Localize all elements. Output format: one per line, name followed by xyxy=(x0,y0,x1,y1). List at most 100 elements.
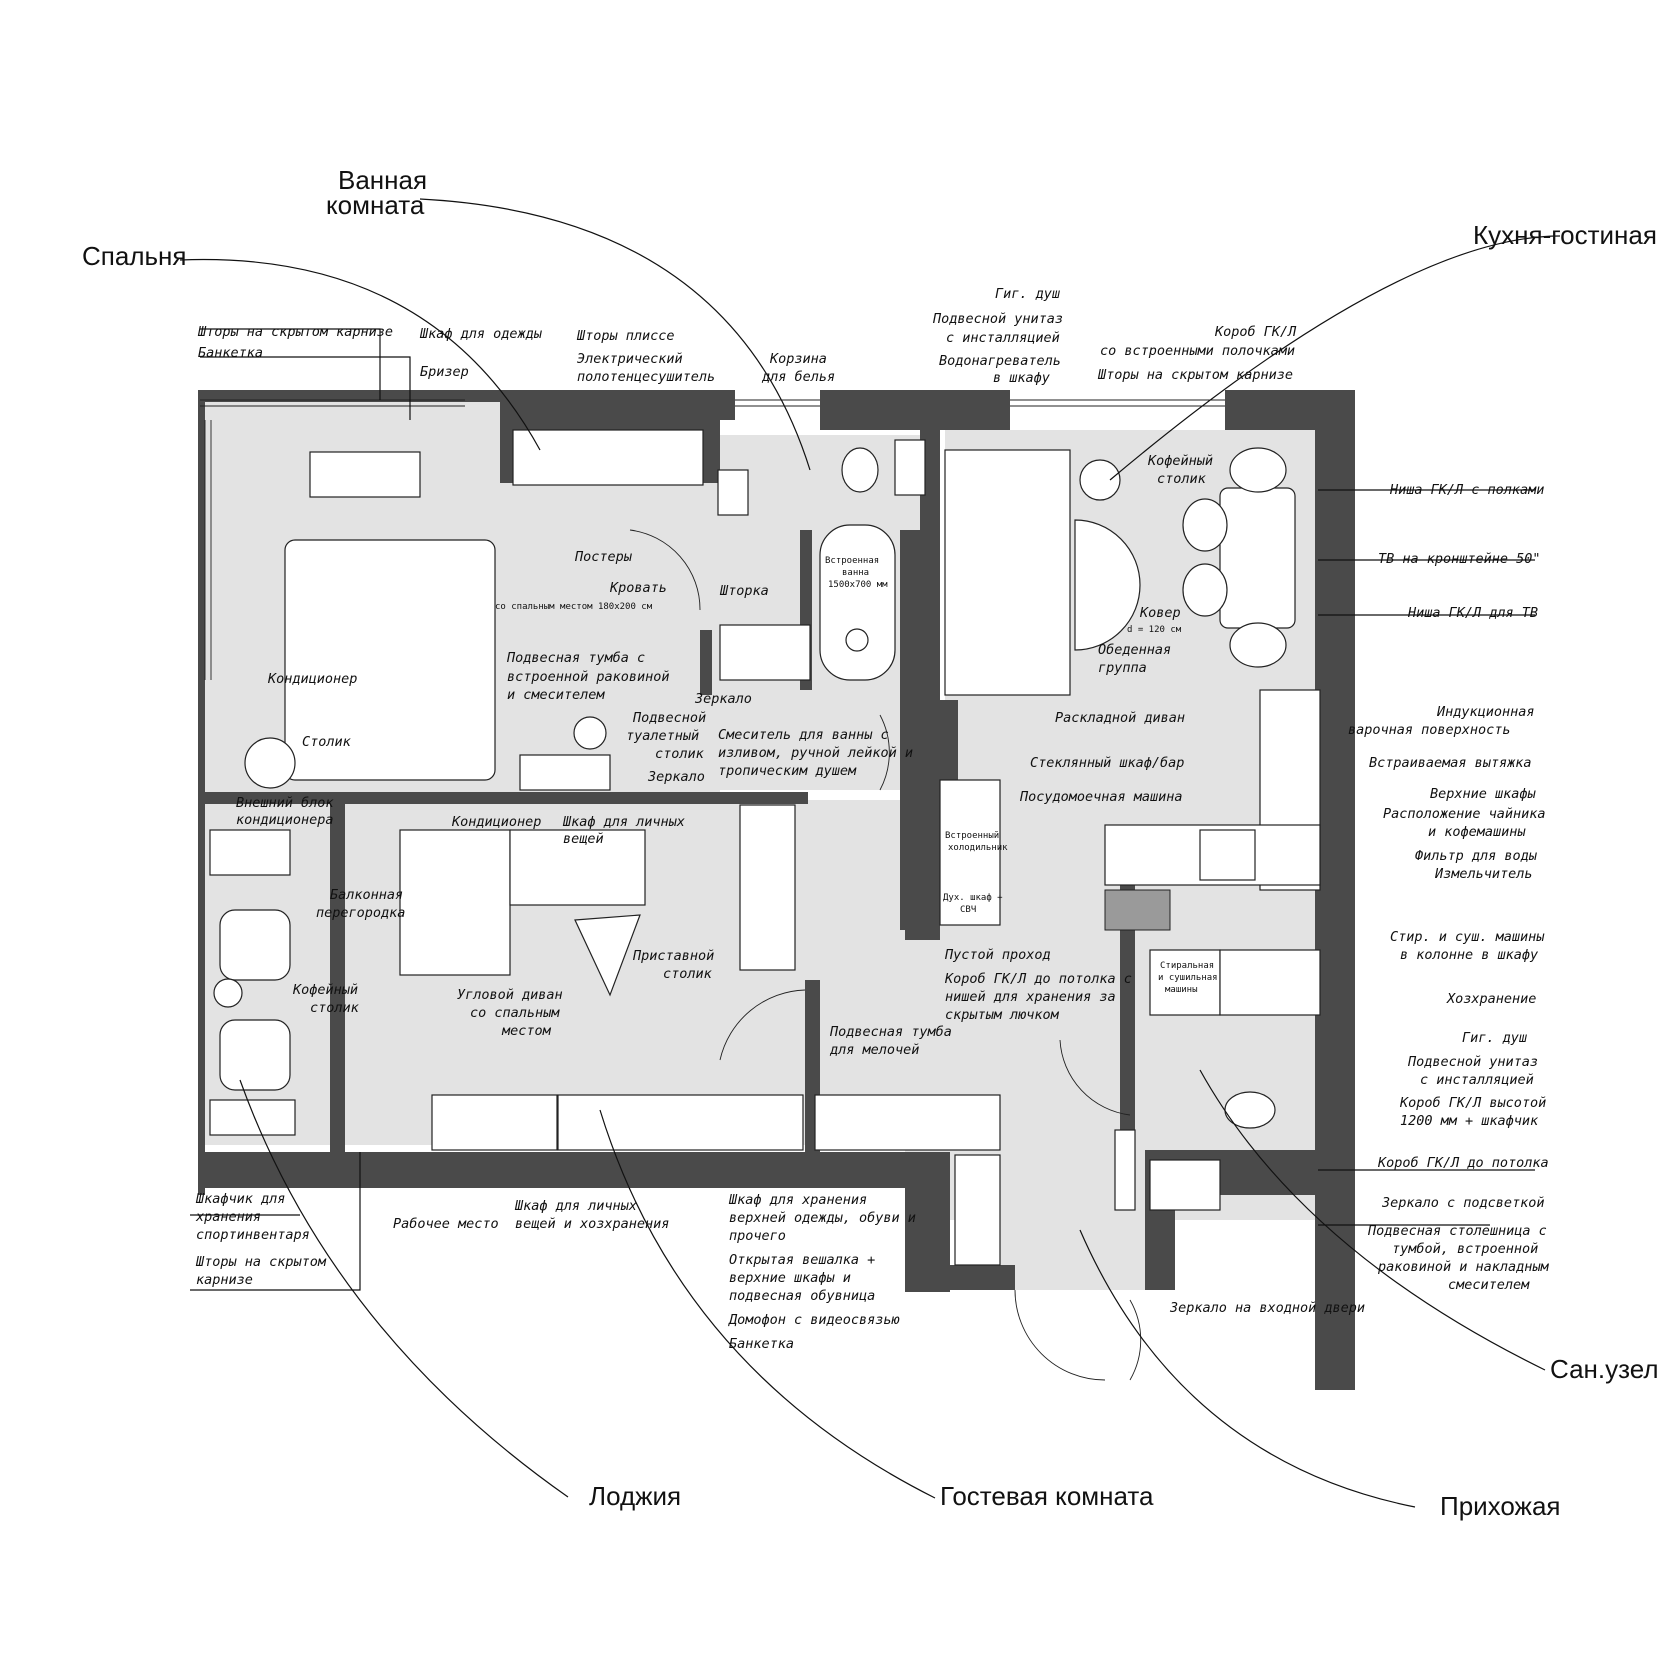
callout: 1500х700 мм xyxy=(828,580,888,590)
room-label-bathroom: Ванная xyxy=(338,165,427,195)
callout: Обеденная xyxy=(1098,642,1171,658)
callout: для мелочей xyxy=(829,1042,919,1058)
callout: в шкафу xyxy=(993,370,1051,386)
callout: раковиной и накладным xyxy=(1377,1259,1550,1275)
callout: со встроенными полочками xyxy=(1100,343,1295,359)
callout: Ниша ГК/Л для ТВ xyxy=(1407,605,1538,621)
callout: с инсталляцией xyxy=(946,330,1060,346)
callout: Подвесной унитаз xyxy=(1407,1054,1538,1070)
callout: машины xyxy=(1165,985,1198,995)
callout: СВЧ xyxy=(960,905,976,915)
callout: подвесная обувница xyxy=(729,1288,875,1304)
guest-wardrobe xyxy=(739,804,796,971)
bed xyxy=(284,539,496,781)
toilet xyxy=(841,447,879,493)
callout: столик xyxy=(310,1000,360,1016)
storage-wardrobe xyxy=(557,1094,804,1151)
furniture xyxy=(209,429,1321,1266)
callout: 1200 мм + шкафчик xyxy=(1400,1113,1539,1129)
callout: с инсталляцией xyxy=(1420,1072,1534,1088)
callout: и кофемашины xyxy=(1428,824,1526,840)
callout: ТВ на кронштейне 50" xyxy=(1378,551,1541,567)
callout: перегородка xyxy=(316,905,405,921)
callout: Приставной xyxy=(632,948,714,964)
callout: ванна xyxy=(842,568,869,578)
callout: варочная поверхность xyxy=(1348,722,1511,738)
armchair xyxy=(219,1019,291,1091)
loggia-coffee-table xyxy=(213,978,243,1008)
callout: Шкаф для хранения xyxy=(728,1192,867,1208)
sport-cabinet xyxy=(209,1099,296,1136)
callout: Столик xyxy=(302,734,352,750)
room-labels: Ванная комната Спальня Кухня-гостиная Са… xyxy=(82,165,1659,1521)
callout: изливом, ручной лейкой и xyxy=(718,745,913,761)
callout: карнизе xyxy=(196,1272,253,1288)
wardrobe xyxy=(512,429,704,486)
callout: вещей и хозхранения xyxy=(515,1216,669,1232)
open-hanger xyxy=(954,1154,1001,1266)
callout: d = 120 см xyxy=(1127,625,1182,635)
sink xyxy=(719,624,811,681)
callout: Шторка xyxy=(719,583,769,599)
callouts: Шторы на скрытом карнизе Банкетка Шкаф д… xyxy=(195,286,1550,1352)
desk xyxy=(431,1094,558,1151)
callout: Подвесной унитаз xyxy=(932,311,1063,327)
bathtub xyxy=(819,524,896,681)
callout: Дух. шкаф + xyxy=(943,893,1003,903)
sofa-bed xyxy=(944,449,1071,696)
callout: Кондиционер xyxy=(267,671,357,687)
callout: тумбой, встроенной xyxy=(1392,1241,1538,1257)
callout: и сушильная xyxy=(1158,973,1218,983)
callout: Постеры xyxy=(574,549,633,565)
callout: Подвесная столешница с xyxy=(1367,1223,1547,1239)
callout: Стир. и суш. машины xyxy=(1390,929,1545,945)
callout: Гиг. душ xyxy=(1462,1030,1528,1046)
callout: холодильник xyxy=(948,843,1008,853)
callout: Подвесной xyxy=(632,710,706,726)
callout: Банкетка xyxy=(729,1336,794,1352)
callout: скрытым лючком xyxy=(945,1007,1060,1023)
callout: Балконная xyxy=(330,887,403,903)
callout: Кофейный xyxy=(1147,453,1213,469)
callout: нишей для хранения за xyxy=(945,989,1116,1005)
callout: Открытая вешалка + xyxy=(729,1252,875,1268)
callout: Шторы плиссе xyxy=(576,328,675,344)
callout: со спальным местом 180х200 см xyxy=(495,602,653,612)
callout: Шторы на скрытом xyxy=(195,1254,327,1270)
callout: вещей xyxy=(563,831,604,847)
callout: Зеркало xyxy=(647,769,705,785)
callout: Шкафчик для xyxy=(195,1191,285,1207)
callout: Посудомоечная машина xyxy=(1019,789,1183,805)
callout: Смеситель для ванны с xyxy=(718,727,889,743)
room-label-wc: Сан.узел xyxy=(1550,1354,1659,1384)
callout: Встраиваемая вытяжка xyxy=(1369,755,1532,771)
callout: встроенной раковиной xyxy=(507,669,670,685)
callout: хранения xyxy=(195,1209,261,1225)
hall-cabinet xyxy=(1114,1129,1136,1211)
callout: верхние шкафы и xyxy=(729,1270,851,1286)
callout: Стеклянный шкаф/бар xyxy=(1030,755,1184,771)
dining-table xyxy=(1219,487,1296,629)
callout: Кондиционер xyxy=(451,814,541,830)
callout: Подвесная тумба с xyxy=(506,650,645,666)
callout: смесителем xyxy=(1448,1277,1530,1293)
callout: Стиральная xyxy=(1160,961,1214,971)
callout: Шторы на скрытом карнизе xyxy=(197,324,393,340)
room-label-bedroom: Спальня xyxy=(82,241,186,271)
callout: Короб ГК/Л xyxy=(1214,324,1297,340)
armchair xyxy=(219,909,291,981)
hall-wardrobe xyxy=(814,1094,1001,1151)
callout: и смесителем xyxy=(507,687,605,703)
callout: Корзина xyxy=(769,351,827,367)
callout: Верхние шкафы xyxy=(1430,786,1537,802)
callout: со спальным xyxy=(470,1005,560,1021)
room-label-kitchen: Кухня-гостиная xyxy=(1473,220,1657,250)
callout: столик xyxy=(655,746,705,762)
room-label-bathroom-2: комната xyxy=(326,190,425,220)
fridge xyxy=(939,779,1001,926)
callout: Шкаф для личных xyxy=(562,814,685,830)
corner-sofa xyxy=(399,829,511,976)
wc-sink xyxy=(1149,1159,1221,1211)
side-table xyxy=(244,737,296,789)
